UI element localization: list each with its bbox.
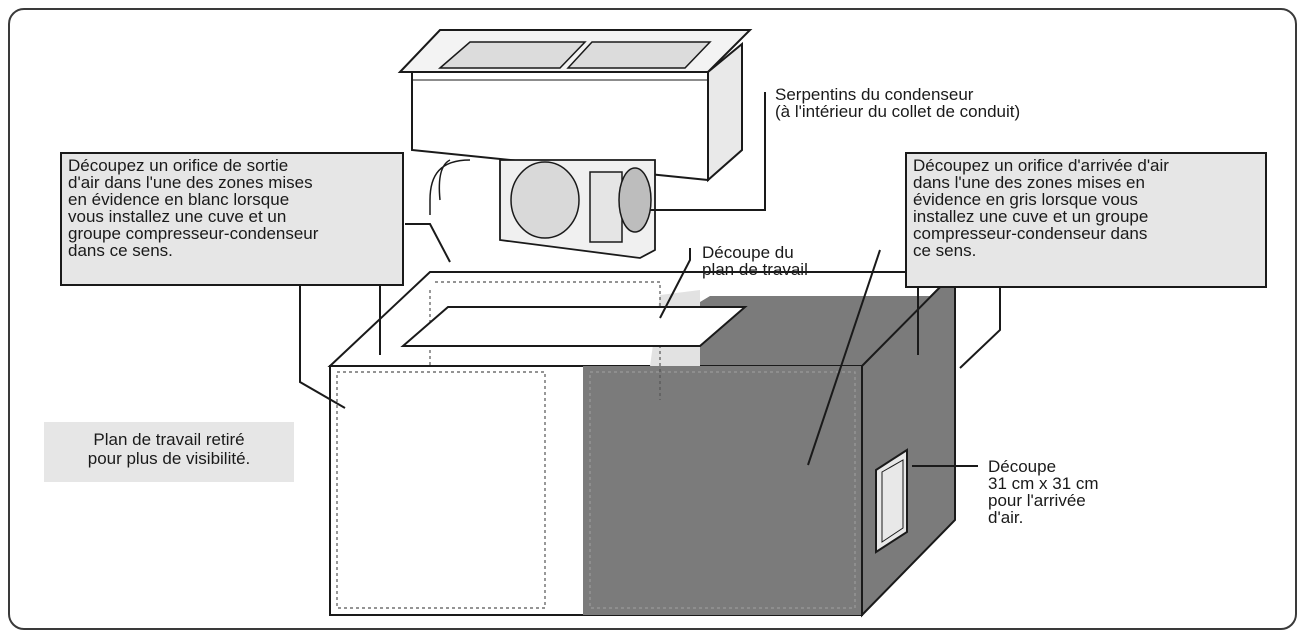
tank-opening-2 [566,41,712,69]
callout-inlet-line: installez une cuve et un groupe [913,207,1149,226]
leader-inlet-1 [807,249,881,466]
note-line: pour plus de visibilité. [87,449,251,468]
cabinet [327,269,958,618]
leader-outlet-1 [299,285,346,409]
leader-lines [299,92,1001,467]
label-condenser-line: (à l'intérieur du collet de conduit) [775,102,1021,121]
label-inlet-cutout-line: 31 cm x 31 cm [988,474,1099,493]
callout-inlet-line: dans l'une des zones mises en [913,173,1145,192]
countertop-cutout [400,306,748,347]
callout-outlet-line: vous installez une cuve et un [68,207,287,226]
callout-outlet-line: Découpez un orifice de sortie [68,156,289,175]
callout-outlet-line: d'air dans l'une des zones mises [68,173,313,192]
label-condenser-line: Serpentins du condenseur [775,85,974,104]
label-inlet-cutout-line: pour l'arrivée [988,491,1086,510]
tank-unit [397,29,753,259]
label-countertop-line: Découpe du [702,243,794,262]
callout-inlet-line: évidence en gris lorsque vous [913,190,1138,209]
callout-air-outlet: Découpez un orifice de sortie d'air dans… [60,152,404,286]
leader-outlet-3 [405,223,451,263]
condenser-coil [589,171,623,243]
leader-inlet-3 [959,288,1001,369]
callout-inlet-line: ce sens. [913,241,977,260]
callout-outlet-line: groupe compresseur-condenseur [68,224,319,243]
refrigerant-tubes [429,159,471,215]
air-inlet-square [875,448,908,554]
label-countertop-line: plan de travail [702,260,808,279]
callout-inlet-line: Découpez un orifice d'arrivée d'air [913,156,1169,175]
white-zone-dashed-left [336,371,546,609]
label-inlet-cutout-line: Découpe [988,457,1057,476]
condenser-fan [618,167,652,233]
white-zone-dashed-top [435,281,661,400]
callout-air-inlet: Découpez un orifice d'arrivée d'air dans… [905,152,1267,288]
callout-outlet-line: en évidence en blanc lorsque [68,190,290,209]
label-inlet-cutout-line: d'air. [988,508,1024,527]
label-air-inlet-cutout: Découpe 31 cm x 31 cm pour l'arrivée d'a… [988,458,1099,526]
label-countertop-cutout: Découpe du plan de travail [702,244,808,278]
diagram-frame [8,8,1297,630]
leader-condenser [650,92,766,211]
gray-zone-front [583,366,862,615]
tank-side [707,41,743,183]
callout-outlet-line: dans ce sens. [68,241,173,260]
callout-inlet-line: compresseur-condenseur dans [913,224,1148,243]
tank-opening-1 [437,41,587,69]
note-line: Plan de travail retiré [93,430,245,449]
leader-countertop [659,248,691,319]
compressor-body [510,161,580,239]
label-condenser-coils: Serpentins du condenseur (à l'intérieur … [775,86,1020,120]
note-countertop-removed: Plan de travail retiré pour plus de visi… [44,422,294,482]
gray-zone-dashed-front [589,371,856,609]
